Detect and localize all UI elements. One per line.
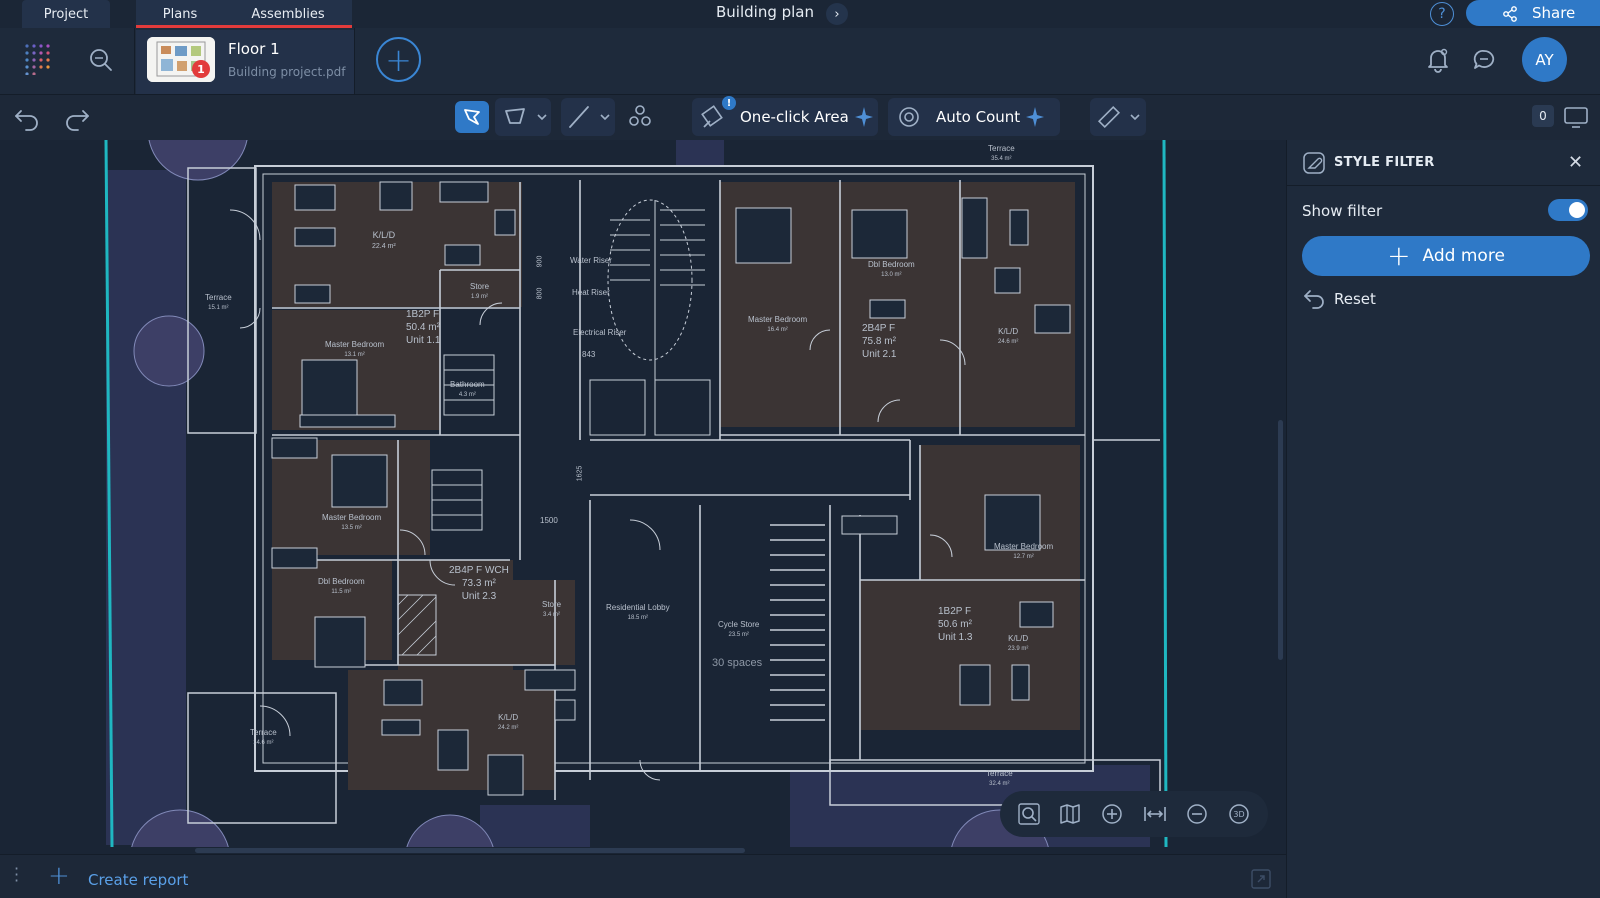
wand-icon — [701, 105, 723, 128]
polygon-tool-group — [495, 98, 551, 136]
tab-label: Assemblies — [251, 6, 325, 22]
vertical-scrollbar[interactable] — [1278, 420, 1283, 660]
count-tool-icon[interactable] — [626, 101, 654, 133]
question-icon[interactable]: ? — [1430, 2, 1454, 26]
chevron-down-icon[interactable] — [1128, 101, 1142, 133]
one-click-area-label: One-click Area — [740, 108, 849, 126]
undo-icon[interactable] — [12, 101, 42, 133]
divider — [134, 28, 135, 95]
add-more-button[interactable]: + Add more — [1302, 236, 1590, 276]
plan-name: Floor 1 — [228, 40, 280, 58]
zoom-in-icon[interactable] — [1100, 802, 1124, 826]
app-logo-icon[interactable] — [24, 43, 56, 75]
zoom-fit-icon[interactable] — [1017, 802, 1041, 826]
chat-icon[interactable] — [1472, 48, 1496, 72]
sparkle-icon — [855, 107, 873, 127]
map-icon[interactable] — [1058, 802, 1082, 826]
horizontal-scrollbar[interactable] — [195, 848, 745, 853]
zoom-out-icon[interactable] — [1185, 802, 1209, 826]
redo-icon[interactable] — [62, 101, 92, 133]
count-value: 0 — [1532, 105, 1554, 127]
lasso-icon — [464, 109, 480, 125]
line-icon[interactable] — [566, 101, 592, 133]
area-select-tool[interactable] — [455, 101, 489, 133]
show-filter-label: Show filter — [1302, 202, 1383, 220]
one-click-badge: ! — [722, 96, 736, 110]
page-title: Building plan — [716, 3, 815, 21]
sparkle-icon — [1026, 107, 1044, 127]
share-icon — [1503, 6, 1517, 22]
tab-plans[interactable]: Plans — [136, 0, 224, 28]
plus-icon[interactable]: + — [48, 861, 70, 891]
plus-icon: + — [1387, 239, 1411, 272]
chevron-right-icon[interactable]: › — [826, 3, 848, 25]
fit-width-icon[interactable] — [1142, 802, 1168, 826]
floorplan-drawing[interactable] — [0, 140, 1286, 847]
plan-card[interactable]: 1 Floor 1 Building project.pdf — [136, 30, 354, 94]
add-more-label: Add more — [1422, 246, 1505, 266]
share-label: Share — [1532, 4, 1576, 22]
reset-button[interactable]: Reset — [1334, 290, 1376, 308]
tab-label: Project — [43, 6, 89, 22]
tab-assemblies[interactable]: Assemblies — [224, 0, 352, 28]
chevron-down-icon[interactable] — [535, 101, 549, 133]
more-options-icon[interactable]: ··· — [14, 859, 20, 890]
tab-label: Plans — [162, 6, 198, 22]
panel-title: STYLE FILTER — [1334, 155, 1435, 170]
share-button[interactable]: Share — [1466, 0, 1600, 26]
svg-text:3D: 3D — [1233, 810, 1244, 819]
reset-icon[interactable] — [1302, 287, 1326, 311]
bottom-bar — [0, 854, 1286, 898]
show-filter-toggle[interactable] — [1548, 199, 1588, 221]
plan-badge: 1 — [192, 60, 210, 78]
bell-icon[interactable] — [1426, 47, 1450, 73]
eye-scan-icon — [899, 107, 919, 127]
monitor-icon[interactable] — [1562, 101, 1590, 133]
chevron-down-icon[interactable] — [598, 101, 612, 133]
search-icon[interactable] — [88, 47, 114, 73]
create-report-button[interactable]: Create report — [88, 871, 189, 889]
3d-view-icon[interactable]: 3D — [1227, 802, 1251, 826]
expand-icon[interactable] — [1250, 868, 1272, 890]
auto-count-label: Auto Count — [936, 108, 1021, 126]
divider — [354, 28, 355, 95]
plan-thumbnail — [147, 37, 215, 82]
zoom-controls: 3D — [1000, 791, 1268, 837]
panel-header — [1286, 140, 1600, 186]
tab-project[interactable]: Project — [22, 0, 110, 28]
ruler-icon[interactable] — [1096, 101, 1122, 133]
style-filter-icon — [1303, 152, 1325, 174]
plus-icon: + — [385, 40, 412, 79]
polygon-icon[interactable] — [502, 101, 528, 133]
avatar[interactable]: AY — [1522, 37, 1567, 82]
plan-file-name: Building project.pdf — [228, 65, 346, 79]
add-plan-button[interactable]: + — [376, 37, 421, 82]
close-icon[interactable]: ✕ — [1568, 152, 1584, 173]
